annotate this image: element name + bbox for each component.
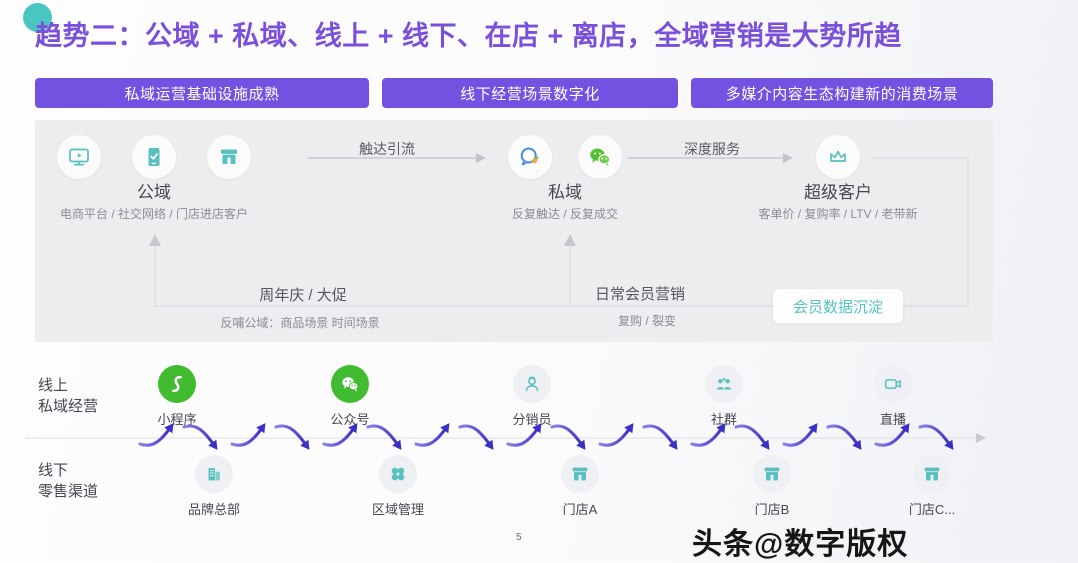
distributor-icon xyxy=(525,376,539,392)
stage-name-super-customer: 超级客户 xyxy=(804,183,872,202)
banner-multimedia-ecosystem: 多媒介内容生态构建新的消费场景 xyxy=(691,78,993,108)
loop-sublabel: 复购 / 裂变 xyxy=(617,314,677,328)
offline-node-store-c: 门店C... xyxy=(872,455,992,518)
live-video-icon xyxy=(884,379,902,389)
store-icon xyxy=(924,467,940,481)
offline-node-store-b: 门店B xyxy=(712,455,832,518)
stage-name-public-domain: 公域 xyxy=(137,183,171,202)
offline-row-label: 线下 零售渠道 xyxy=(38,462,99,500)
flow-arrow-label: 触达引流 xyxy=(359,141,415,157)
offline-node-region: 区域管理 xyxy=(338,455,458,518)
region-icon xyxy=(391,467,405,481)
private-domain-icon-circle xyxy=(508,135,552,179)
up-arrowhead-icon xyxy=(564,234,576,246)
tablet-check-icon xyxy=(148,148,160,166)
online-node-livestream: 直播 xyxy=(833,365,953,428)
loop-label-member-marketing: 日常会员营销 xyxy=(594,286,686,303)
funnel-panel: 公域 电商平台 / 社交网络 / 门店进店客户 触达引流 私域 反复触达 / 反… xyxy=(35,120,993,342)
up-arrowhead-icon xyxy=(149,234,161,246)
online-node-official-account: 公众号 xyxy=(290,365,410,428)
super-customer-icon-circle xyxy=(816,135,860,179)
channel-flow-arrows xyxy=(25,415,986,465)
crown-icon xyxy=(830,150,846,162)
stage-name-private-domain: 私域 xyxy=(548,183,582,202)
watermark: 头条@数字版权 xyxy=(692,528,909,561)
public-domain-icon-circle xyxy=(207,135,251,179)
funnel-connectors xyxy=(149,153,969,307)
wechat-icon xyxy=(342,377,359,392)
stage-subtitle: 客单价 / 复购率 / LTV / 老带新 xyxy=(758,207,918,221)
headquarters-icon xyxy=(208,468,220,481)
right-arrowhead-icon xyxy=(976,433,986,443)
loop-label-anniversary: 周年庆 / 大促 xyxy=(259,287,347,304)
private-domain-icon-circle xyxy=(578,135,622,179)
decorative-teal-dot xyxy=(23,3,52,32)
banner-label: 私域运营基础设施成熟 xyxy=(124,85,280,103)
public-domain-icon-circle xyxy=(57,135,101,179)
monitor-icon xyxy=(69,148,89,166)
offline-node-store-a: 门店A xyxy=(520,455,640,518)
banner-offline-digitalization: 线下经营场景数字化 xyxy=(382,78,678,108)
wecom-icon xyxy=(520,147,539,166)
loop-sublabel: 反哺公域：商品场景 时间场景 xyxy=(220,316,380,330)
banner-label: 线下经营场景数字化 xyxy=(460,85,600,103)
online-node-community: 社群 xyxy=(664,365,784,428)
banner-label: 多媒介内容生态构建新的消费场景 xyxy=(725,85,959,103)
online-node-miniprogram: 小程序 xyxy=(117,365,237,428)
online-row-label: 线上 私域经营 xyxy=(38,377,99,415)
storefront-icon xyxy=(221,149,237,164)
store-icon xyxy=(764,467,780,481)
public-domain-icon-circle xyxy=(132,135,176,179)
flow-arrow-label: 深度服务 xyxy=(684,141,740,157)
miniprogram-icon xyxy=(172,375,182,393)
online-node-distributor: 分销员 xyxy=(472,365,592,428)
store-icon xyxy=(572,467,588,481)
right-arrowhead-icon xyxy=(783,153,793,163)
member-data-badge: 会员数据沉淀 xyxy=(773,289,903,323)
wechat-icon xyxy=(590,148,611,166)
page-title: 趋势二：公域 + 私域、线上 + 线下、在店 + 离店，全域营销是大势所趋 xyxy=(35,21,902,51)
stage-subtitle: 反复触达 / 反复成交 xyxy=(511,207,619,221)
stage-subtitle: 电商平台 / 社交网络 / 门店进店客户 xyxy=(59,207,249,221)
page-number: 5 xyxy=(516,532,522,543)
banner-private-domain-infra: 私域运营基础设施成熟 xyxy=(35,78,369,108)
right-arrowhead-icon xyxy=(476,153,486,163)
offline-node-headquarters: 品牌总部 xyxy=(154,455,274,518)
community-icon xyxy=(716,377,732,390)
